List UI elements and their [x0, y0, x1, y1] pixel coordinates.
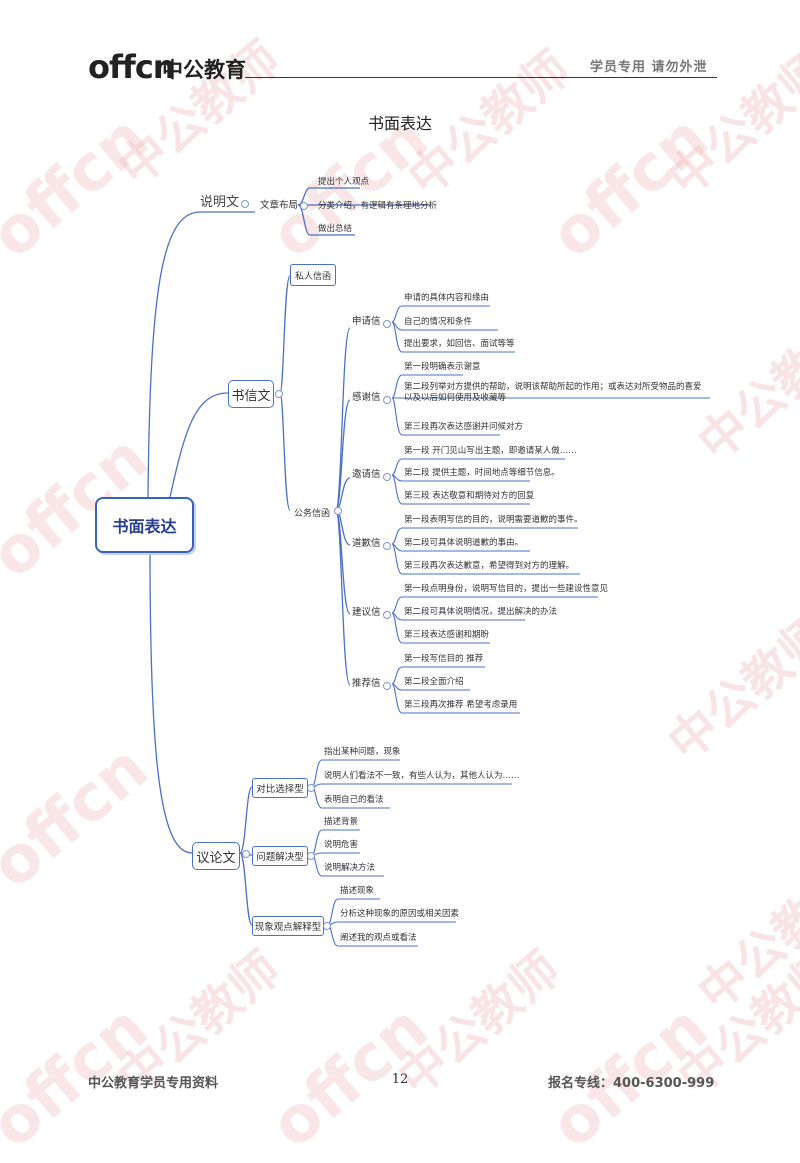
page-number: 12 [391, 1072, 409, 1087]
brand-logo: offcn [88, 48, 176, 86]
collapse-toggle-icon[interactable] [300, 202, 308, 210]
leaf-text: 分析这种现象的原因或相关因素 [340, 909, 460, 919]
node-letter-type: 邀请信 [352, 469, 381, 480]
leaf-text: 第三段表达感谢和期盼 [404, 630, 490, 640]
leaf-text: 第二段列举对方提供的帮助，说明该帮助所起的作用；或表达对所受物品的喜爱以及以后如… [404, 382, 702, 403]
leaf-text: 第一段表明写信的目的，说明需要道歉的事件。 [404, 515, 583, 525]
leaf-text: 描述现象 [340, 886, 375, 896]
collapse-toggle-icon[interactable] [323, 922, 331, 930]
collapse-toggle-icon[interactable] [383, 542, 391, 550]
collapse-toggle-icon[interactable] [383, 682, 391, 690]
collapse-toggle-icon[interactable] [383, 473, 391, 481]
leaf-text: 指出某种问题，现象 [324, 747, 401, 757]
leaf-text: 描述背景 [324, 817, 359, 827]
node-letter-type: 推荐信 [352, 678, 381, 689]
leaf-text: 提出要求，如回信、面试等等 [404, 339, 515, 349]
node-essay-type: 现象观点解释型 [252, 916, 324, 936]
leaf-text: 第一段 开门见山写出主题，即邀请某人做…… [404, 446, 577, 456]
collapse-toggle-icon[interactable] [334, 507, 342, 515]
footer-note: 中公教育学员专用资料 [88, 1076, 219, 1091]
leaf-text: 第三段再次推荐 希望考虑录用 [404, 700, 518, 710]
leaf-text: 第二段全面介绍 [404, 677, 464, 687]
mindmap-connectors [147, 187, 710, 947]
leaf-text: 第一段明确表示谢意 [404, 362, 481, 372]
page-title: 书面表达 [367, 114, 432, 133]
leaf-text: 第三段再次表达歉意，希望得到对方的理解。 [404, 561, 575, 571]
leaf-text: 第三段 表达敬意和期待对方的回复 [404, 491, 535, 501]
leaf-text: 表明自己的看法 [324, 795, 384, 805]
node-letter-type: 建议信 [352, 607, 381, 618]
collapse-toggle-icon[interactable] [383, 611, 391, 619]
collapse-toggle-icon[interactable] [307, 852, 315, 860]
leaf-text: 提出个人观点 [318, 177, 370, 187]
collapse-toggle-icon[interactable] [275, 390, 283, 398]
collapse-toggle-icon[interactable] [241, 200, 249, 208]
footer-hotline: 报名专线：400-6300-999 [548, 1076, 715, 1091]
leaf-text: 说明人们看法不一致，有些人认为，其他人认为…… [324, 771, 520, 781]
node-official-letter: 公务信函 [290, 503, 334, 521]
leaf-text: 做出总结 [318, 224, 353, 234]
node-article-layout: 文章布局 [260, 200, 299, 211]
leaf-text: 申请的具体内容和缘由 [404, 293, 490, 303]
brand-name: 中公教育 [162, 58, 246, 82]
node-letter-type: 感谢信 [352, 392, 381, 403]
leaf-text: 自己的情况和条件 [404, 317, 473, 327]
leaf-text: 说明危害 [324, 840, 359, 850]
mindmap-root: 书面表达 [95, 497, 194, 553]
node-explain: 说明文 [200, 195, 240, 210]
leaf-text: 分类介绍，有逻辑有条理地分析 [318, 201, 438, 211]
header-note: 学员专用 请勿外泄 [590, 60, 708, 75]
node-essay-type: 对比选择型 [252, 778, 308, 798]
collapse-toggle-icon[interactable] [383, 396, 391, 404]
node-letter-type: 道歉信 [352, 538, 381, 549]
collapse-toggle-icon[interactable] [242, 850, 250, 858]
header-rule [245, 77, 717, 78]
node-argue: 议论文 [192, 842, 240, 870]
node-letter: 书信文 [228, 380, 274, 408]
leaf-text: 第三段再次表达感谢并问候对方 [404, 422, 524, 432]
node-letter-type: 申请信 [352, 316, 381, 327]
leaf-text: 第二段可具体说明道歉的事由。 [404, 538, 524, 548]
collapse-toggle-icon[interactable] [307, 784, 315, 792]
collapse-toggle-icon[interactable] [383, 320, 391, 328]
leaf-text: 第一段点明身份，说明写信目的，提出一些建设性意见 [404, 584, 609, 594]
leaf-text: 阐述我的观点或看法 [340, 933, 417, 943]
leaf-text: 说明解决方法 [324, 863, 376, 873]
node-essay-type: 问题解决型 [252, 846, 308, 866]
node-private-letter: 私人信函 [290, 264, 336, 286]
leaf-text: 第二段 提供主题，时间地点等细节信息。 [404, 468, 560, 478]
leaf-text: 第二段可具体说明情况，提出解决的办法 [404, 607, 558, 617]
leaf-text: 第一段写信目的 推荐 [404, 654, 484, 664]
